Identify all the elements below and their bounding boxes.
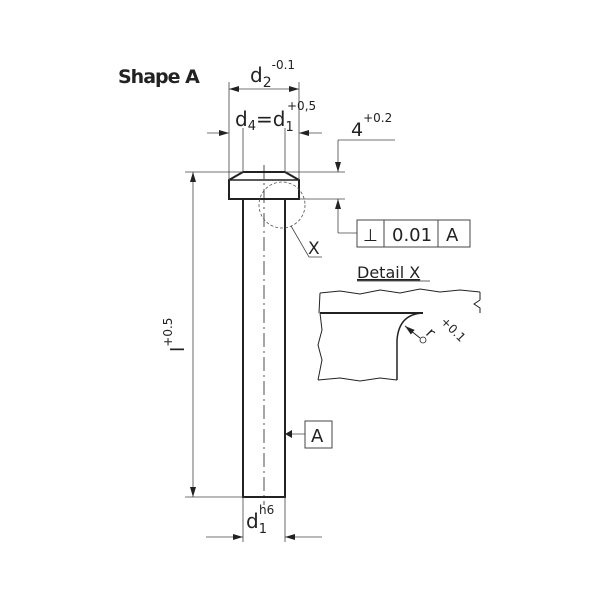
datum-a: A	[285, 420, 333, 449]
tolerance-value: 0.01	[392, 225, 432, 246]
datum-label: A	[311, 426, 324, 447]
shape-title: Shape A	[118, 66, 200, 88]
pin-outline	[228, 165, 300, 505]
detail-radius-tolerance: +0.1	[438, 314, 469, 345]
length-label: l+0.5	[161, 318, 189, 352]
head-height-dimension	[285, 139, 395, 234]
d1-dimension	[206, 497, 322, 542]
d4-label: d4=d1	[235, 107, 294, 135]
d2-dimension	[207, 82, 322, 180]
length-dimension	[185, 171, 243, 498]
d2-label: d2-0.1	[250, 58, 295, 91]
detail-view	[317, 288, 481, 382]
tolerance-datum: A	[446, 225, 459, 246]
perpendicular-icon: ⊥	[363, 226, 378, 246]
detail-radius-label: r	[422, 324, 440, 342]
detail-marker-label: X	[308, 239, 320, 259]
detail-circle	[258, 181, 306, 229]
d4-tolerance: +0,5	[287, 99, 316, 113]
perpendicularity-frame: ⊥ 0.01 A	[356, 219, 471, 248]
head-height-label: 4+0.2	[351, 111, 392, 141]
detail-title: Detail X	[357, 263, 420, 282]
d1-label: d1h6	[246, 503, 274, 537]
